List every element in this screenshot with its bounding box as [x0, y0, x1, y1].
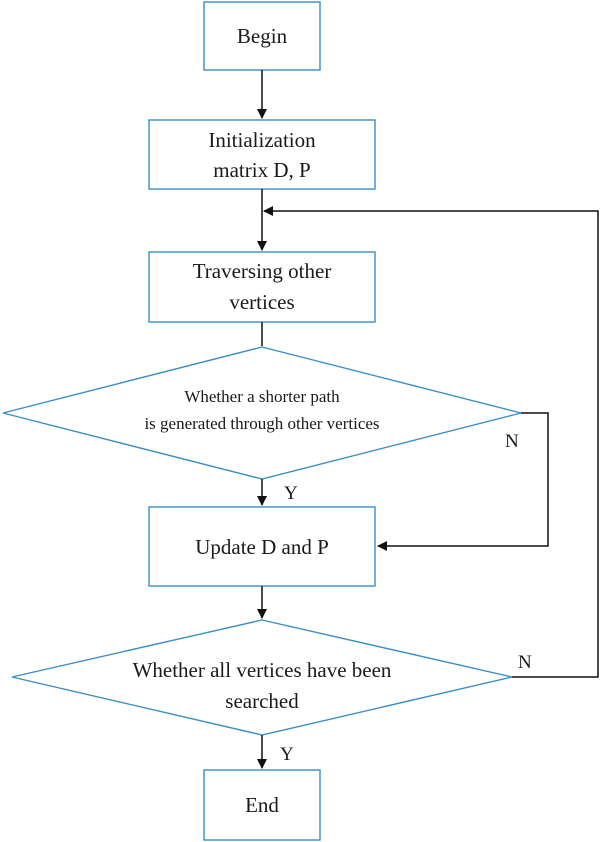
shorter-yes-label: Y [284, 483, 298, 504]
end-node: End [203, 769, 321, 841]
shorter-no-label: N [505, 431, 519, 452]
init-label-line1: Initialization [208, 128, 316, 152]
all-no-label: N [518, 652, 532, 673]
shorter-path-label-line1: Whether a shorter path [184, 387, 340, 406]
traverse-label-line1: Traversing other [193, 259, 332, 283]
init-label-line2: matrix D, P [213, 158, 310, 182]
shorter-path-label-line2: is generated through other vertices [144, 414, 379, 433]
arrow-all-no-loop [263, 206, 599, 678]
all-searched-label-line2: searched [225, 689, 299, 713]
init-node: Initialization matrix D, P [148, 119, 376, 190]
end-label: End [245, 793, 279, 817]
update-label: Update D and P [195, 535, 329, 559]
begin-label: Begin [237, 24, 288, 48]
all-searched-label-line1: Whether all vertices have been [133, 658, 392, 682]
all-yes-label: Y [280, 744, 294, 765]
traverse-label-line2: vertices [229, 290, 294, 314]
shorter-path-decision: Whether a shorter path is generated thro… [2, 346, 522, 480]
traverse-node: Traversing other vertices [148, 251, 376, 323]
update-node: Update D and P [148, 506, 376, 587]
arrow-shorter-no [377, 412, 549, 551]
all-searched-decision: Whether all vertices have been searched [11, 619, 513, 736]
begin-node: Begin [203, 1, 321, 71]
